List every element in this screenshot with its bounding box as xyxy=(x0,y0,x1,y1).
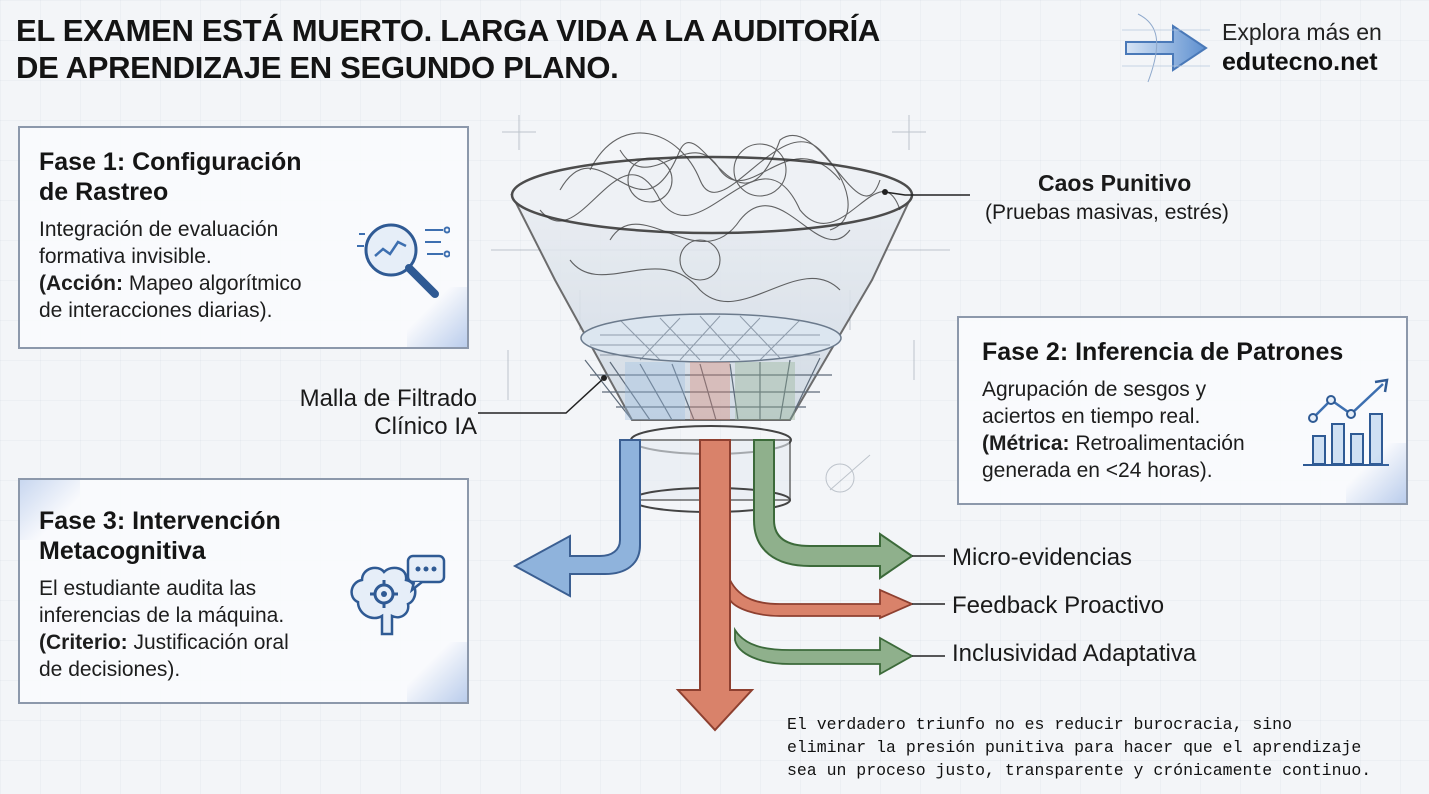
phase1-line1: Integración de evaluación xyxy=(39,218,279,241)
phase2-card: Fase 2: Inferencia de Patrones Agrupació… xyxy=(957,316,1408,505)
phase3-line4: de decisiones). xyxy=(39,658,181,681)
title-line-2: DE APRENDIZAJE EN SEGUNDO PLANO. xyxy=(16,50,619,85)
phase1-action-label: (Acción: xyxy=(39,272,123,295)
phase1-line3-rest: Mapeo algorítmico xyxy=(123,272,302,295)
phase3-card: Fase 3: Intervención Metacognitiva El es… xyxy=(18,478,469,704)
growth-bar-chart-icon xyxy=(1303,378,1389,466)
quote-line1: El verdadero triunfo no es reducir buroc… xyxy=(787,715,1292,734)
phase3-criterion-label: (Criterio: xyxy=(39,631,128,654)
explore-link[interactable]: Explora más en edutecno.net xyxy=(1222,18,1382,78)
phase2-line2: aciertos en tiempo real. xyxy=(982,405,1201,428)
title-line-1: EL EXAMEN ESTÁ MUERTO. LARGA VIDA A LA A… xyxy=(16,13,880,48)
page-title: EL EXAMEN ESTÁ MUERTO. LARGA VIDA A LA A… xyxy=(16,12,1016,86)
magnifier-chart-icon xyxy=(357,223,450,298)
phase3-heading-line1: Fase 3: Intervención xyxy=(39,507,281,535)
phase2-line1: Agrupación de sesgos y xyxy=(982,378,1207,401)
card-glow xyxy=(20,480,80,540)
mesh-label-line1: Malla de Filtrado xyxy=(299,385,477,412)
phase2-line3-rest: Retroalimentación xyxy=(1069,432,1245,455)
phase2-heading: Fase 2: Inferencia de Patrones xyxy=(982,338,1344,366)
card-glow xyxy=(407,642,467,702)
phase1-heading-line2: de Rastreo xyxy=(39,178,169,206)
phase3-line3-rest: Justificación oral xyxy=(127,631,289,654)
chaos-sublabel: (Pruebas masivas, estrés) xyxy=(985,201,1229,224)
quote-line3: sea un proceso justo, transparente y cró… xyxy=(787,761,1372,780)
phase1-heading: Fase 1: Configuración de Rastreo xyxy=(39,147,302,207)
phase1-heading-line1: Fase 1: Configuración xyxy=(39,148,302,176)
phase3-body: El estudiante audita las inferencias de … xyxy=(39,575,359,683)
phase2-line3: (Métrica: Retroalimentación xyxy=(982,430,1302,457)
brain-gear-chat-icon xyxy=(350,554,446,636)
phase2-body: Agrupación de sesgos y aciertos en tiemp… xyxy=(982,376,1302,484)
phase3-line3: (Criterio: Justificación oral xyxy=(39,629,359,656)
phase3-line2: inferencias de la máquina. xyxy=(39,604,285,627)
funnel-diagram xyxy=(478,115,970,732)
card-glow xyxy=(1346,443,1406,503)
phase3-line1: El estudiante audita las xyxy=(39,577,257,600)
card-glow xyxy=(407,287,467,347)
phase3-heading-line2: Metacognitiva xyxy=(39,537,206,565)
phase2-line4: generada en <24 horas). xyxy=(982,459,1213,482)
mesh-label-line2: Clínico IA xyxy=(374,413,477,440)
phase1-body: Integración de evaluación formativa invi… xyxy=(39,216,359,324)
phase1-line2: formativa invisible. xyxy=(39,245,212,268)
phase3-heading: Fase 3: Intervención Metacognitiva xyxy=(39,506,281,566)
arrow-logo-icon xyxy=(1122,13,1210,83)
output-adaptive-inclusivity: Inclusividad Adaptativa xyxy=(952,640,1197,667)
output-micro-evidence: Micro-evidencias xyxy=(952,544,1133,571)
phase1-card: Fase 1: Configuración de Rastreo Integra… xyxy=(18,126,469,349)
site-url[interactable]: edutecno.net xyxy=(1222,48,1378,76)
phase1-line4: de interacciones diarias). xyxy=(39,299,273,322)
phase1-line3: (Acción: Mapeo algorítmico xyxy=(39,270,359,297)
closing-quote: El verdadero triunfo no es reducir buroc… xyxy=(787,713,1417,782)
explore-caption: Explora más en xyxy=(1222,19,1382,45)
quote-line2: eliminar la presión punitiva para hacer … xyxy=(787,738,1362,757)
chaos-label: Caos Punitivo xyxy=(1038,170,1192,196)
phase2-metric-label: (Métrica: xyxy=(982,432,1070,455)
output-proactive-feedback: Feedback Proactivo xyxy=(952,592,1165,619)
mesh-label: Malla de Filtrado Clínico IA xyxy=(262,385,477,441)
